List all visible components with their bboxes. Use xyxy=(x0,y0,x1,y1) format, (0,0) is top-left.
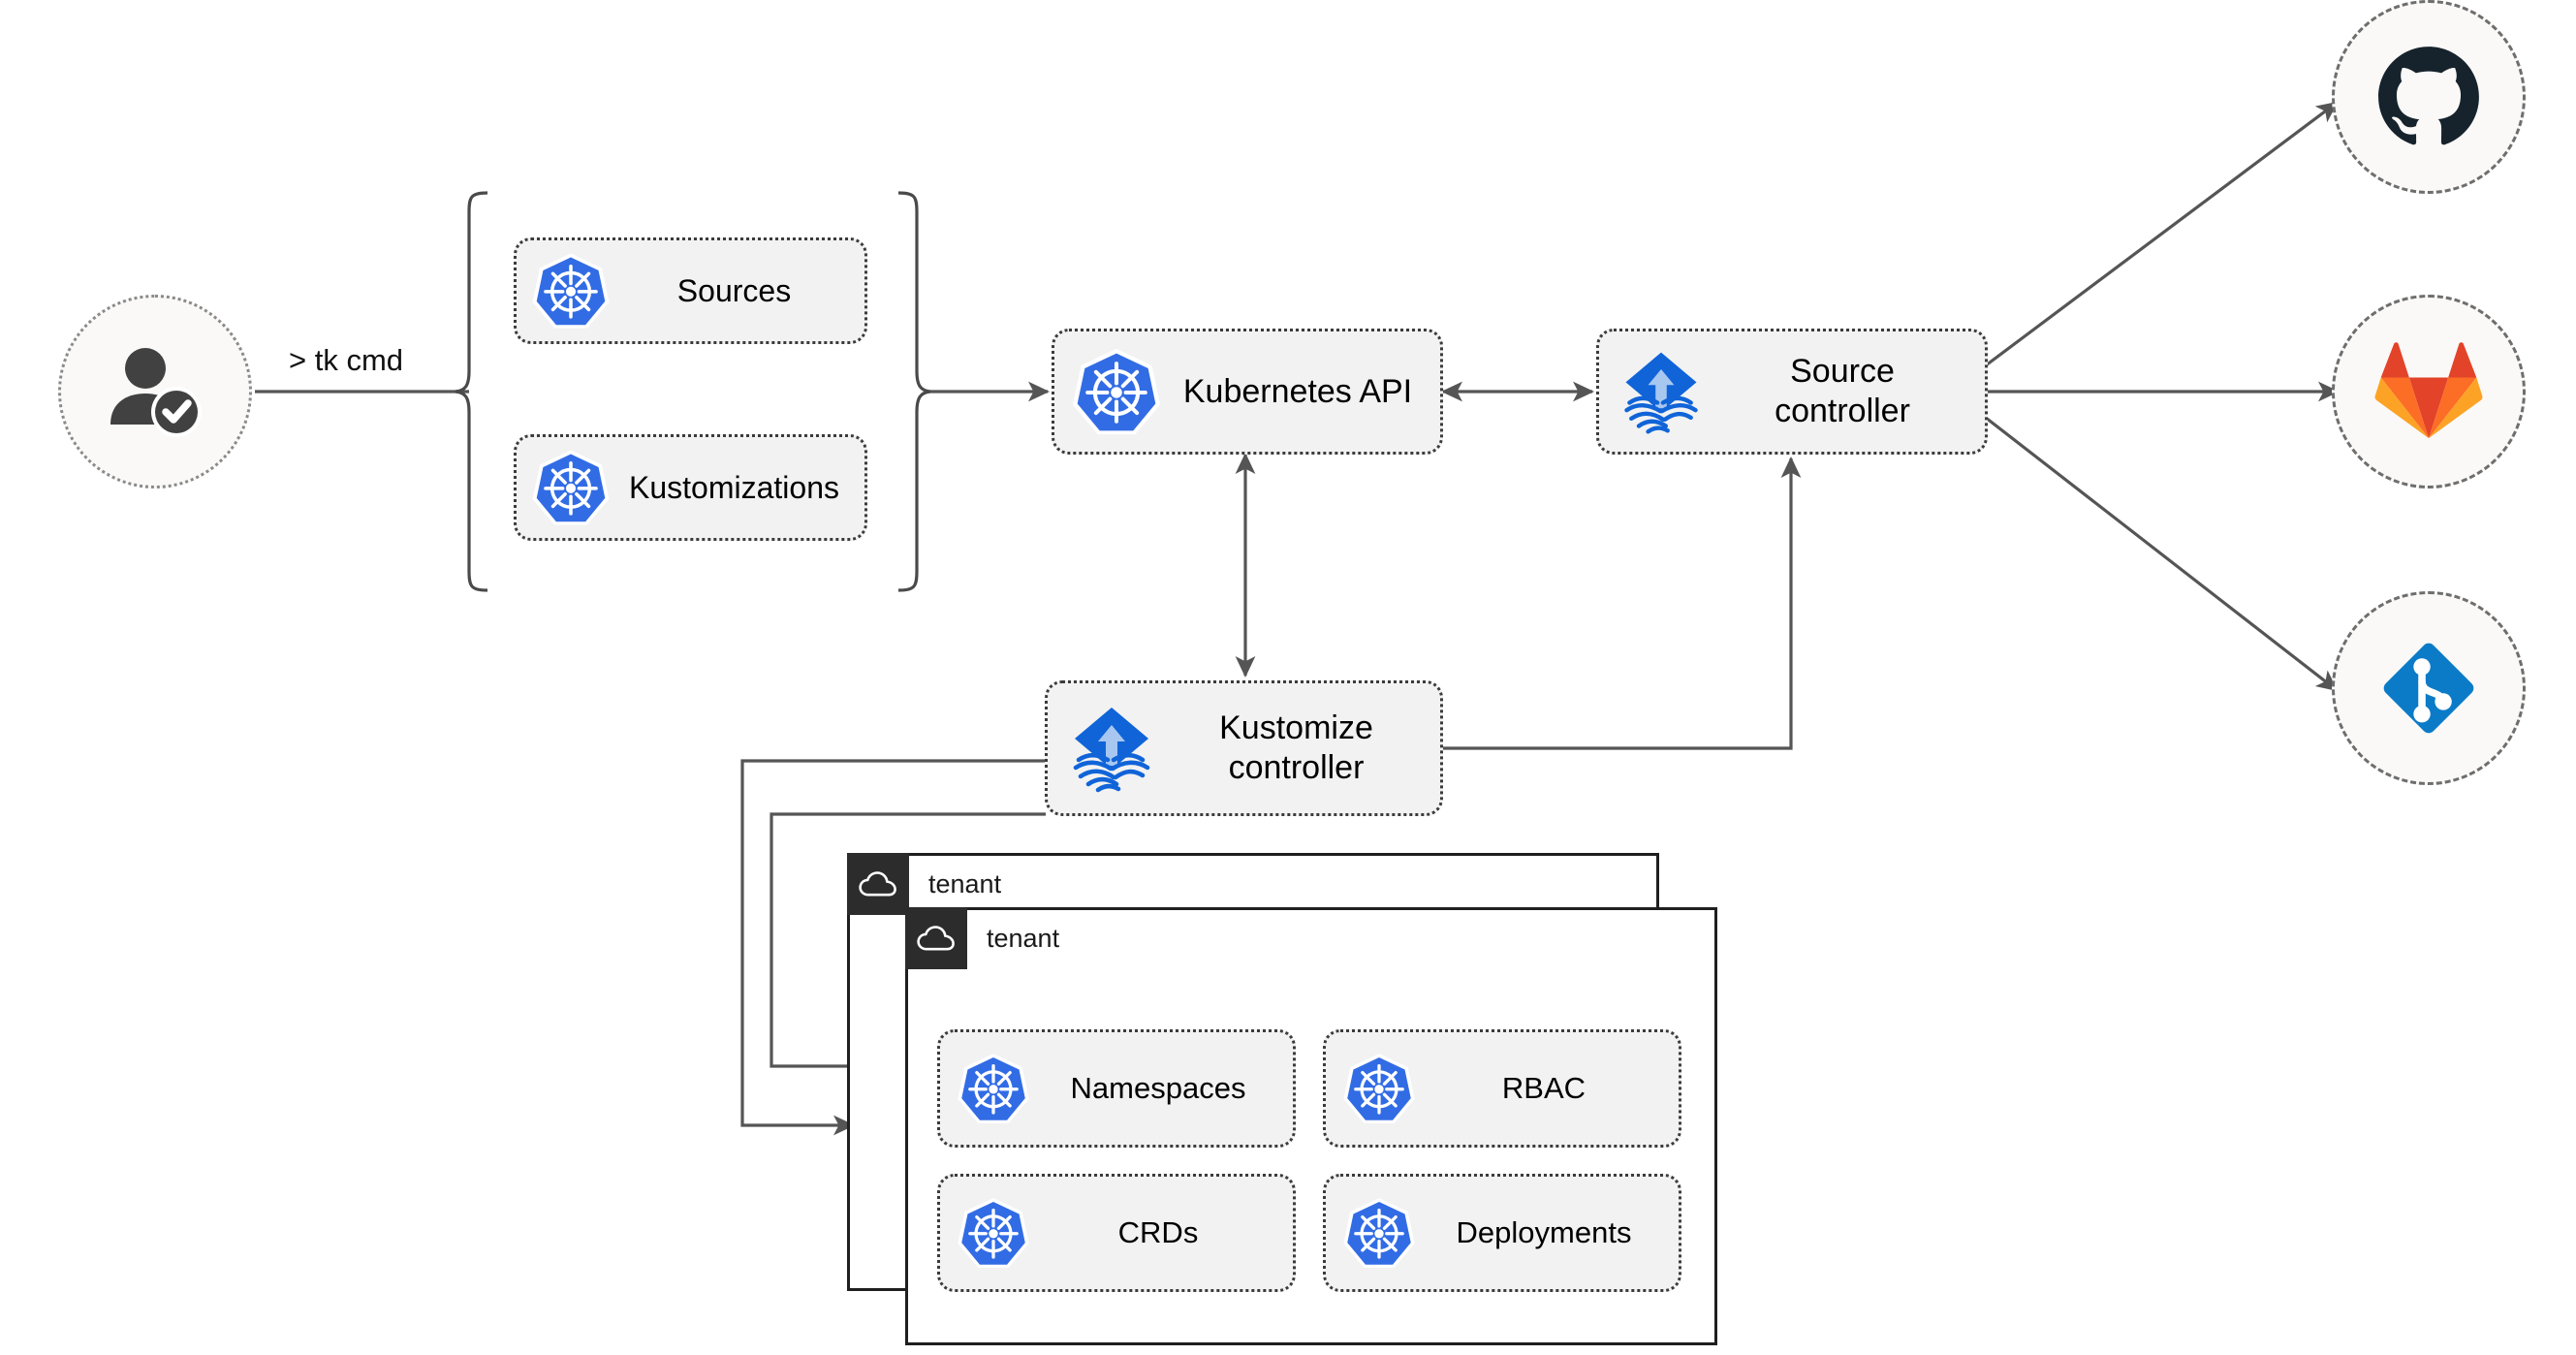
cloud-icon xyxy=(905,907,967,969)
user-verified-icon xyxy=(110,348,202,437)
node-namespaces-label: Namespaces xyxy=(1070,1071,1246,1106)
flux-icon xyxy=(1599,345,1708,438)
node-crds-label: CRDs xyxy=(1117,1215,1199,1250)
tenant-title-back: tenant xyxy=(928,868,1002,898)
brace-right xyxy=(897,191,931,592)
tenant-header: tenant xyxy=(905,907,1059,969)
tenant-panel-front[interactable]: tenant xyxy=(905,907,1717,1345)
node-provider-github[interactable] xyxy=(2332,0,2526,194)
node-rbac[interactable]: RBAC xyxy=(1323,1029,1681,1148)
kubernetes-icon xyxy=(517,447,612,528)
github-icon xyxy=(2378,47,2479,145)
node-kustomize-controller[interactable]: Kustomize controller xyxy=(1045,680,1443,816)
node-sources[interactable]: Sources xyxy=(514,237,867,344)
node-provider-azure-repos[interactable] xyxy=(2332,591,2526,785)
node-kubernetes-api[interactable]: Kubernetes API xyxy=(1052,329,1443,455)
edge-kustomize-to-source-controller xyxy=(1443,457,1802,750)
node-namespaces[interactable]: Namespaces xyxy=(937,1029,1296,1148)
cloud-icon xyxy=(847,853,909,915)
brace-left xyxy=(455,191,488,592)
azure-repos-git-icon xyxy=(2383,643,2474,734)
node-sources-label: Sources xyxy=(676,272,792,308)
node-provider-gitlab[interactable] xyxy=(2332,295,2526,488)
node-deployments[interactable]: Deployments xyxy=(1323,1174,1681,1292)
user-node[interactable] xyxy=(58,295,252,488)
node-kustomizations-label: Kustomizations xyxy=(629,469,839,505)
kubernetes-icon xyxy=(1054,345,1163,438)
kubernetes-icon xyxy=(517,250,612,331)
node-rbac-label: RBAC xyxy=(1501,1071,1586,1106)
gitlab-icon xyxy=(2374,342,2483,439)
kubernetes-icon xyxy=(1326,1051,1417,1126)
node-kustomize-controller-label: Kustomize controller xyxy=(1219,709,1373,786)
tenant-title-front: tenant xyxy=(987,923,1060,953)
edge-source-controller-to-github xyxy=(1985,101,2339,367)
node-kubernetes-api-label: Kubernetes API xyxy=(1182,372,1413,410)
node-source-controller-label: Source controller xyxy=(1775,353,1910,429)
node-kustomizations[interactable]: Kustomizations xyxy=(514,434,867,541)
tenant-header: tenant xyxy=(847,853,1001,915)
kubernetes-icon xyxy=(940,1051,1031,1126)
kubernetes-icon xyxy=(1326,1195,1417,1271)
flux-icon xyxy=(1048,700,1160,797)
edge-source-controller-to-azure-repos xyxy=(1985,416,2339,692)
node-crds[interactable]: CRDs xyxy=(937,1174,1296,1292)
node-source-controller[interactable]: Source controller xyxy=(1596,329,1988,455)
kubernetes-icon xyxy=(940,1195,1031,1271)
node-deployments-label: Deployments xyxy=(1456,1215,1632,1250)
tk-cmd-label: > tk cmd xyxy=(289,343,404,377)
